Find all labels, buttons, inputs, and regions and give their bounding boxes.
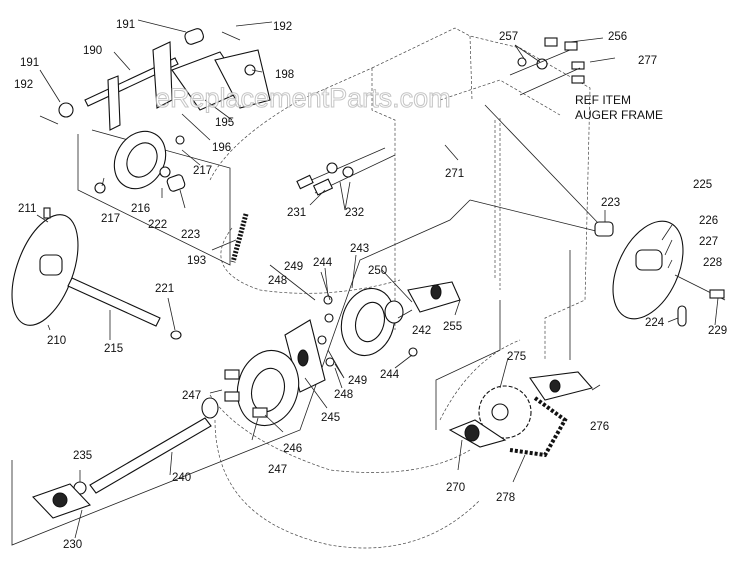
part-label: 192 xyxy=(14,79,33,91)
part-label: 190 xyxy=(83,45,102,57)
part-label: 240 xyxy=(172,472,191,484)
bolts-231-232 xyxy=(296,147,396,196)
part-label: 246 xyxy=(283,443,302,455)
part-label: 235 xyxy=(73,450,92,462)
clutch-assembly xyxy=(284,281,461,393)
part-label: 210 xyxy=(47,335,66,347)
part-label: 191 xyxy=(116,19,135,31)
part-label: 231 xyxy=(287,207,306,219)
pulley-210 xyxy=(11,207,182,340)
part-label: 217 xyxy=(101,213,120,225)
part-label: 278 xyxy=(496,492,515,504)
part-label: 221 xyxy=(155,283,174,295)
part-label: 276 xyxy=(590,421,609,433)
part-label: 227 xyxy=(699,236,718,248)
auger-frame-outline xyxy=(209,27,591,360)
part-label: 193 xyxy=(187,255,206,267)
part-label: 256 xyxy=(608,31,627,43)
part-label: 232 xyxy=(345,207,364,219)
part-label: 245 xyxy=(321,412,340,424)
auger-frame-label: AUGER FRAME xyxy=(575,108,663,122)
auger-pulley-225 xyxy=(469,199,726,327)
frame-plates xyxy=(11,104,601,546)
belt-path xyxy=(209,227,521,549)
part-label: 230 xyxy=(63,539,82,551)
part-labels: 191 192 190 191 192 198 195 196 217 217 … xyxy=(14,19,727,551)
part-label: 224 xyxy=(645,317,665,329)
part-label: 247 xyxy=(182,390,201,402)
part-label: 244 xyxy=(313,257,333,269)
part-label: 250 xyxy=(368,265,387,277)
idler-pulley-216 xyxy=(94,130,186,194)
part-label: 192 xyxy=(273,21,292,33)
part-label: 217 xyxy=(193,165,212,177)
part-label: 249 xyxy=(348,375,367,387)
part-label: 223 xyxy=(601,197,620,209)
part-label: 243 xyxy=(350,243,369,255)
part-label: 225 xyxy=(693,179,712,191)
part-label: 223 xyxy=(181,229,200,241)
part-label: 216 xyxy=(131,203,150,215)
shaft-240 xyxy=(32,397,219,519)
part-label: 229 xyxy=(708,325,727,337)
ref-item-label: REF ITEM xyxy=(575,93,631,107)
part-label: 191 xyxy=(20,57,39,69)
leader-lines xyxy=(36,19,719,539)
part-label: 248 xyxy=(334,389,353,401)
part-label: 255 xyxy=(443,321,462,333)
part-label: 247 xyxy=(268,464,287,476)
watermark: eReplacementParts.com xyxy=(155,83,451,113)
bolts-256-257-277 xyxy=(509,37,585,96)
part-label: 242 xyxy=(412,325,431,337)
part-label: 248 xyxy=(268,275,287,287)
part-label: 195 xyxy=(215,117,234,129)
part-label: 257 xyxy=(499,31,518,43)
part-label: 215 xyxy=(104,343,123,355)
spring-193 xyxy=(230,213,249,263)
part-label: 277 xyxy=(638,55,657,67)
part-label: 211 xyxy=(18,203,36,215)
part-label: 275 xyxy=(507,351,526,363)
part-label: 228 xyxy=(703,257,722,269)
part-label: 222 xyxy=(148,219,167,231)
part-label: 249 xyxy=(284,261,303,273)
sprocket-275 xyxy=(448,371,594,458)
part-label: 196 xyxy=(212,142,231,154)
part-label: 198 xyxy=(275,69,294,81)
drive-pulley-245 xyxy=(224,349,300,427)
part-label: 244 xyxy=(380,369,400,381)
part-label: 271 xyxy=(445,168,464,180)
shaft-190 xyxy=(39,28,271,131)
part-label: 226 xyxy=(699,215,718,227)
part-label: 270 xyxy=(446,482,465,494)
